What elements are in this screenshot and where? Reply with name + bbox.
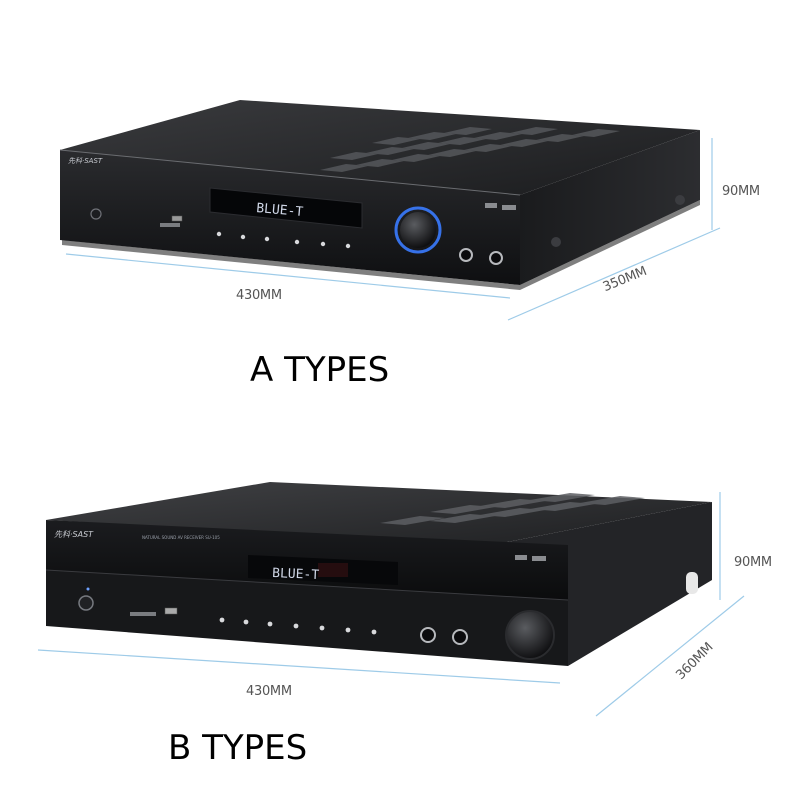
height-label-b: 90MM [734,555,772,570]
brand-b: 先科·SAST [54,530,94,539]
display-readout-a: BLUE-T [256,201,304,220]
type-label-a: A TYPES [250,350,390,390]
brand-a: 先科·SAST [68,157,103,165]
dimension-lines-a [65,138,721,321]
amplifier-a [59,100,700,290]
width-label-a: 430MM [236,288,282,303]
dimension-lines-b [37,492,745,717]
height-label-a: 90MM [722,184,760,199]
amplifier-b [45,482,712,666]
display-readout-b: BLUE-T [272,566,320,583]
type-label-b: B TYPES [168,728,308,768]
model-text-b: NATURAL SOUND AV RECEIVER SU-105 [142,535,220,540]
width-label-b: 430MM [246,684,292,699]
